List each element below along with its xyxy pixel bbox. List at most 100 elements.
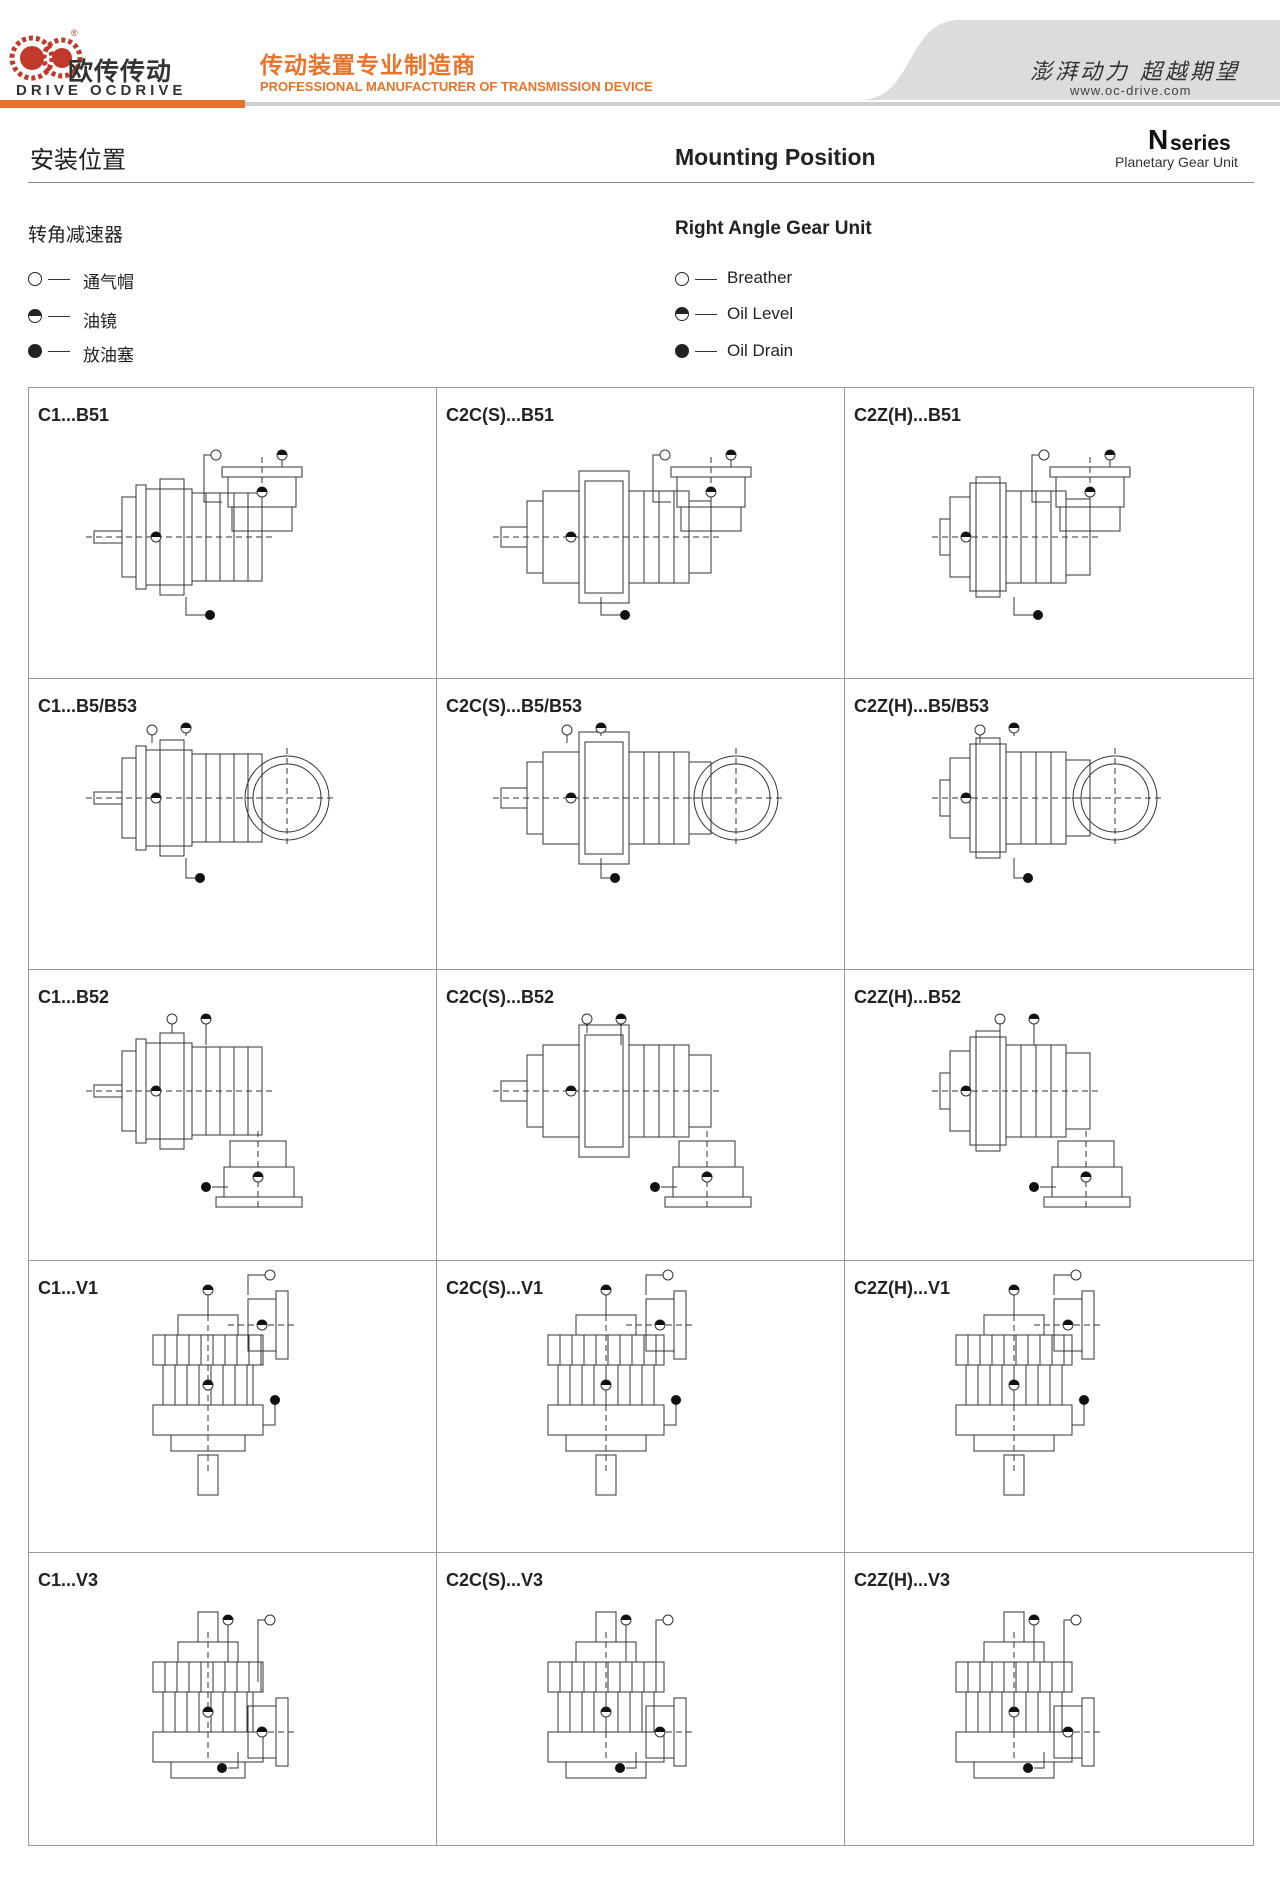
leader-line xyxy=(1013,858,1024,879)
breather-icon xyxy=(662,1614,674,1626)
gear-unit-drawing xyxy=(493,1013,752,1211)
oil-drain-icon xyxy=(201,1182,211,1192)
oil-drain-icon xyxy=(650,1182,660,1192)
oil-drain-icon xyxy=(1033,610,1043,620)
oil-drain-icon xyxy=(620,610,630,620)
oil-level-icon xyxy=(706,487,716,492)
output-shaft xyxy=(197,1454,219,1496)
legend-breather-en: Breather xyxy=(727,268,793,287)
cell-label: C2Z(H)...B5/B53 xyxy=(854,696,990,716)
oil-level-icon xyxy=(223,1615,233,1620)
logo-gear-icon xyxy=(9,35,83,81)
input-flange xyxy=(664,1196,752,1208)
mounting-cell: C1...V3 xyxy=(28,1552,436,1843)
cell-label: C2C(S)...B52 xyxy=(446,987,555,1007)
mounting-cell: C2Z(H)...B5/B53 xyxy=(844,678,1252,969)
legend-leader xyxy=(48,279,70,280)
cell-label: C2Z(H)...V3 xyxy=(854,1570,951,1590)
breather-icon xyxy=(662,1269,674,1281)
leader-line xyxy=(1063,1619,1071,1682)
tagline-cn: 传动装置专业制造商 xyxy=(260,52,476,78)
mounting-cell: C2C(S)...V3 xyxy=(436,1552,844,1843)
legend-oil-level-en: Oil Level xyxy=(727,304,794,323)
gear-unit-drawing xyxy=(932,722,1165,883)
leader-line xyxy=(1034,1752,1045,1769)
leader-line xyxy=(228,1752,239,1769)
leader-line xyxy=(1013,597,1034,616)
oil-level-icon xyxy=(257,487,267,492)
leader-line xyxy=(247,1274,265,1295)
oil-level-icon xyxy=(596,723,606,728)
oil-drain-icon xyxy=(270,1395,280,1405)
breather-icon xyxy=(1070,1614,1082,1626)
oil-level-icon xyxy=(151,532,161,537)
oil-drain-icon xyxy=(675,344,689,358)
breather-icon xyxy=(28,272,42,286)
mounting-cell: C1...B52 xyxy=(28,969,436,1260)
gear-unit-drawing xyxy=(493,722,786,883)
brand-name-cn: 欧传传动 xyxy=(68,58,173,86)
oil-drain-icon xyxy=(671,1395,681,1405)
series-subtitle: Planetary Gear Unit xyxy=(1115,154,1238,170)
grid-divider xyxy=(28,1260,1254,1261)
leader-line xyxy=(626,1752,637,1769)
oil-level-icon xyxy=(566,1086,576,1091)
breather-icon xyxy=(264,1269,276,1281)
leader-line xyxy=(600,858,611,879)
page-title-cn: 安装位置 xyxy=(30,147,126,174)
legend-leader xyxy=(48,351,70,352)
oil-level-icon xyxy=(621,1615,631,1620)
flange xyxy=(565,1761,647,1779)
oil-level-icon xyxy=(675,307,689,321)
oil-level-icon xyxy=(1009,723,1019,728)
oil-drain-icon xyxy=(28,344,42,358)
oil-drain-icon xyxy=(1023,1763,1033,1773)
oil-level-icon xyxy=(1105,450,1115,455)
series-word: series xyxy=(1170,132,1231,155)
legend-leader xyxy=(695,351,717,352)
output-shaft xyxy=(1003,1611,1025,1643)
oil-level-icon xyxy=(1009,1380,1019,1385)
gear-unit-drawing xyxy=(493,449,752,620)
breather-icon xyxy=(659,449,671,461)
mounting-cell: C2Z(H)...V3 xyxy=(844,1552,1252,1843)
slogan: 澎湃动力 超越期望 xyxy=(1030,60,1240,85)
cell-label: C2C(S)...V3 xyxy=(446,1570,544,1590)
breather-icon xyxy=(146,724,158,736)
oil-level-icon xyxy=(277,450,287,455)
oil-level-icon xyxy=(702,1172,712,1177)
output-shaft xyxy=(595,1454,617,1496)
leader-line xyxy=(203,454,222,503)
legend-breather-cn: 通气帽 xyxy=(83,273,134,292)
breather-icon xyxy=(264,1614,276,1626)
breather-icon xyxy=(581,1013,593,1025)
section-title-en: Right Angle Gear Unit xyxy=(675,218,872,239)
cell-label: C1...V1 xyxy=(38,1278,99,1298)
cell-label: C1...B51 xyxy=(38,405,110,425)
gear-unit-drawing xyxy=(932,449,1131,620)
oil-level-icon xyxy=(961,1086,971,1091)
gear-unit-drawing xyxy=(932,1013,1131,1211)
leader-line xyxy=(257,1619,265,1682)
gear-unit-drawing xyxy=(547,1611,696,1779)
cell-label: C2Z(H)...B51 xyxy=(854,405,962,425)
header-banner xyxy=(0,0,1280,108)
series-letter: N xyxy=(1148,124,1169,155)
legend-oil-drain-en: Oil Drain xyxy=(727,341,794,360)
flange xyxy=(170,1761,246,1779)
oil-drain-icon xyxy=(610,873,620,883)
leader-line xyxy=(652,454,671,503)
leader-line xyxy=(664,1405,677,1426)
oil-level-icon xyxy=(1085,487,1095,492)
oil-drain-icon xyxy=(217,1763,227,1773)
cell-label: C1...V3 xyxy=(38,1570,99,1590)
leader-line xyxy=(185,858,196,879)
output-shaft xyxy=(1003,1454,1025,1496)
oil-level-icon xyxy=(1063,1727,1073,1732)
breather-icon xyxy=(166,1013,178,1025)
breather-icon xyxy=(675,272,689,286)
input-flange xyxy=(215,1196,303,1208)
mounting-cell: C1...B5/B53 xyxy=(28,678,436,969)
mounting-cell: C2Z(H)...B52 xyxy=(844,969,1252,1260)
breather-icon xyxy=(561,724,573,736)
